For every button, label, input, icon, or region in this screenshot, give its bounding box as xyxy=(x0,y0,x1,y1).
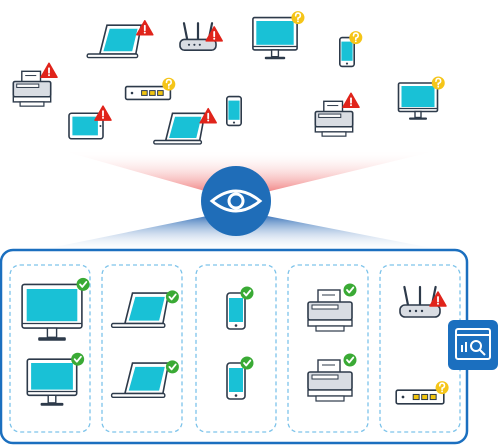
status-unknown-icon xyxy=(435,381,449,395)
status-ok-icon xyxy=(240,356,254,370)
device-router-4-0 xyxy=(399,285,447,318)
device-printer-9 xyxy=(314,92,360,137)
device-switch-5 xyxy=(124,77,176,101)
device-monitor-0-1 xyxy=(26,352,85,406)
device-tablet-7 xyxy=(68,105,112,140)
device-laptop-8 xyxy=(153,107,217,145)
device-monitor-2 xyxy=(252,11,305,60)
status-ok-icon xyxy=(240,286,254,300)
status-unknown-icon xyxy=(291,11,305,25)
device-laptop-0 xyxy=(86,20,154,59)
device-printer-3-1 xyxy=(307,353,357,402)
managed-devices-frame xyxy=(0,248,469,445)
status-warning-icon xyxy=(94,105,112,121)
status-ok-icon xyxy=(165,360,179,374)
eye-icon xyxy=(201,166,271,236)
device-laptop-1-1 xyxy=(110,360,179,398)
status-unknown-icon xyxy=(431,76,445,90)
device-monitor-0-0 xyxy=(21,277,90,341)
status-ok-icon xyxy=(343,353,357,367)
device-column-printers[interactable] xyxy=(287,264,369,433)
status-warning-icon xyxy=(199,107,217,124)
status-ok-icon xyxy=(76,277,90,291)
status-warning-icon xyxy=(205,26,223,42)
device-phone-3 xyxy=(338,31,363,68)
unmanaged-devices xyxy=(12,11,445,145)
status-warning-icon xyxy=(40,62,58,79)
device-printer-4 xyxy=(12,62,58,107)
device-router-1 xyxy=(179,22,223,52)
status-unknown-icon xyxy=(349,31,363,45)
device-phone-2-1 xyxy=(226,356,254,400)
device-column-laptops[interactable] xyxy=(101,264,183,433)
status-warning-icon xyxy=(136,20,154,36)
status-ok-icon xyxy=(165,290,179,304)
status-unknown-icon xyxy=(162,77,176,91)
status-warning-icon xyxy=(342,92,360,109)
device-switch-4-1 xyxy=(395,381,449,405)
device-column-phones[interactable] xyxy=(195,264,277,433)
device-column-desktops[interactable] xyxy=(9,264,91,433)
device-monitor-10 xyxy=(397,76,445,120)
analytics-dashboard-button[interactable] xyxy=(448,320,498,370)
device-phone-6 xyxy=(226,95,243,127)
status-ok-icon xyxy=(71,352,85,366)
status-ok-icon xyxy=(343,283,357,297)
status-warning-icon xyxy=(429,291,447,307)
device-printer-3-0 xyxy=(307,283,357,332)
device-laptop-1-0 xyxy=(110,290,179,328)
managed-devices xyxy=(21,277,449,406)
device-phone-2-0 xyxy=(226,286,254,330)
